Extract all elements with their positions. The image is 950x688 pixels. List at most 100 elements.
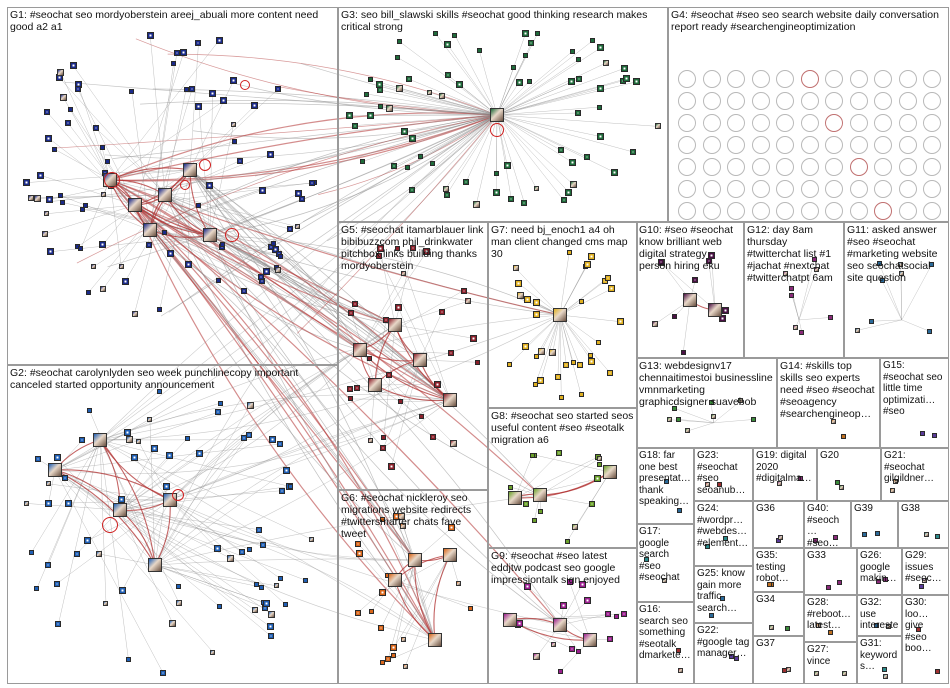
g2-vertex[interactable]: [125, 656, 131, 662]
g4-vertex[interactable]: [727, 202, 745, 220]
g5-vertex[interactable]: [366, 356, 372, 361]
g5-vertex[interactable]: [348, 310, 355, 316]
g1-vertex[interactable]: [105, 159, 111, 165]
g1-vertex[interactable]: [286, 226, 293, 233]
g4-vertex[interactable]: [849, 202, 868, 220]
g5-vertex[interactable]: [419, 414, 425, 420]
g2-vertex[interactable]: [277, 441, 284, 447]
g5-vertex[interactable]: [367, 438, 373, 443]
g1-vertex[interactable]: [171, 61, 177, 67]
g4-vertex[interactable]: [702, 136, 721, 154]
g2-vertex[interactable]: [216, 603, 222, 609]
g1-vertex[interactable]: [100, 285, 107, 292]
g25-vertex[interactable]: [719, 596, 725, 602]
g1-vertex[interactable]: [129, 89, 135, 95]
g3-hub-vertex[interactable]: [490, 108, 504, 122]
g5-vertex[interactable]: [460, 287, 467, 294]
g3-vertex[interactable]: [352, 122, 359, 129]
g6-vertex[interactable]: [455, 580, 461, 586]
g3-vertex[interactable]: [597, 44, 605, 52]
g38-vertex[interactable]: [924, 531, 930, 537]
g2-vertex[interactable]: [239, 549, 246, 556]
g2-vertex[interactable]: [267, 610, 275, 618]
g7-vertex[interactable]: [578, 392, 584, 398]
g2-vertex[interactable]: [53, 580, 60, 587]
g11-vertex[interactable]: [898, 261, 904, 267]
g3-vertex[interactable]: [569, 159, 577, 166]
g8-vertex[interactable]: [538, 508, 544, 514]
g3-vertex[interactable]: [597, 84, 605, 92]
g6-hub-vertex[interactable]: [443, 548, 457, 562]
g15-vertex[interactable]: [932, 432, 938, 438]
g4-vertex[interactable]: [751, 158, 770, 176]
g1-vertex[interactable]: [257, 274, 264, 281]
g3-vertex[interactable]: [401, 127, 409, 135]
g1-vertex[interactable]: [274, 86, 281, 93]
g4-vertex[interactable]: [678, 180, 696, 198]
g1-vertex[interactable]: [64, 119, 71, 126]
g8-vertex[interactable]: [597, 461, 603, 467]
g36-vertex[interactable]: [778, 535, 784, 540]
g2-vertex[interactable]: [247, 546, 253, 552]
g4-vertex[interactable]: [776, 202, 794, 220]
g5-vertex[interactable]: [429, 434, 436, 441]
g5-hub-vertex[interactable]: [443, 393, 457, 407]
g9-vertex[interactable]: [551, 642, 557, 647]
g3-vertex[interactable]: [655, 123, 662, 130]
g2-vertex[interactable]: [274, 583, 280, 589]
g3-vertex[interactable]: [557, 147, 564, 154]
g2-vertex[interactable]: [267, 632, 274, 639]
g8-vertex[interactable]: [596, 456, 602, 462]
g9-vertex[interactable]: [533, 653, 541, 661]
g4-vertex[interactable]: [776, 92, 794, 110]
g7-vertex[interactable]: [507, 361, 513, 367]
g2-vertex[interactable]: [176, 599, 182, 606]
g9-vertex[interactable]: [584, 597, 592, 605]
g2-vertex[interactable]: [156, 388, 162, 394]
g8-vertex[interactable]: [588, 501, 595, 508]
g4-vertex[interactable]: [898, 70, 917, 88]
g4-vertex[interactable]: [874, 136, 892, 154]
g4-vertex[interactable]: [849, 158, 868, 176]
g6-hub-vertex[interactable]: [428, 633, 442, 647]
g3-vertex[interactable]: [367, 111, 375, 119]
g6-vertex[interactable]: [379, 660, 385, 666]
g21-vertex[interactable]: [889, 487, 895, 493]
g3-vertex[interactable]: [391, 163, 398, 170]
g3-vertex[interactable]: [442, 185, 449, 192]
g4-vertex[interactable]: [727, 136, 745, 154]
g4-vertex[interactable]: [800, 180, 819, 198]
g5-hub-vertex[interactable]: [388, 318, 402, 332]
g1-vertex[interactable]: [258, 186, 266, 194]
g5-vertex[interactable]: [474, 359, 480, 365]
g5-vertex[interactable]: [347, 385, 354, 392]
g7-vertex[interactable]: [515, 280, 523, 288]
g4-vertex[interactable]: [923, 114, 941, 132]
g29-vertex[interactable]: [922, 578, 928, 584]
g1-vertex[interactable]: [231, 121, 237, 127]
g13-vertex[interactable]: [685, 428, 691, 434]
g2-vertex[interactable]: [213, 545, 221, 553]
g1-vertex[interactable]: [59, 93, 67, 101]
g3-vertex[interactable]: [493, 171, 499, 177]
g11-vertex[interactable]: [876, 261, 882, 267]
g32-vertex[interactable]: [873, 622, 879, 628]
g1-vertex[interactable]: [215, 36, 223, 44]
g5-vertex[interactable]: [423, 248, 431, 256]
g9-vertex[interactable]: [524, 583, 532, 591]
g1-vertex[interactable]: [251, 102, 259, 110]
g2-hub-vertex[interactable]: [113, 503, 127, 517]
g10-hub-vertex[interactable]: [683, 293, 697, 307]
g34-vertex[interactable]: [785, 625, 791, 631]
g11-vertex[interactable]: [869, 318, 875, 324]
g17-vertex[interactable]: [643, 557, 649, 563]
g4-vertex[interactable]: [751, 92, 770, 110]
g3-vertex[interactable]: [386, 104, 394, 112]
g2-vertex[interactable]: [163, 482, 171, 490]
g2-vertex[interactable]: [55, 620, 62, 627]
g22-vertex[interactable]: [734, 655, 740, 661]
g7-vertex[interactable]: [563, 362, 570, 369]
g4-vertex[interactable]: [825, 158, 843, 176]
g4-vertex[interactable]: [874, 158, 892, 176]
g18-vertex[interactable]: [677, 508, 683, 514]
